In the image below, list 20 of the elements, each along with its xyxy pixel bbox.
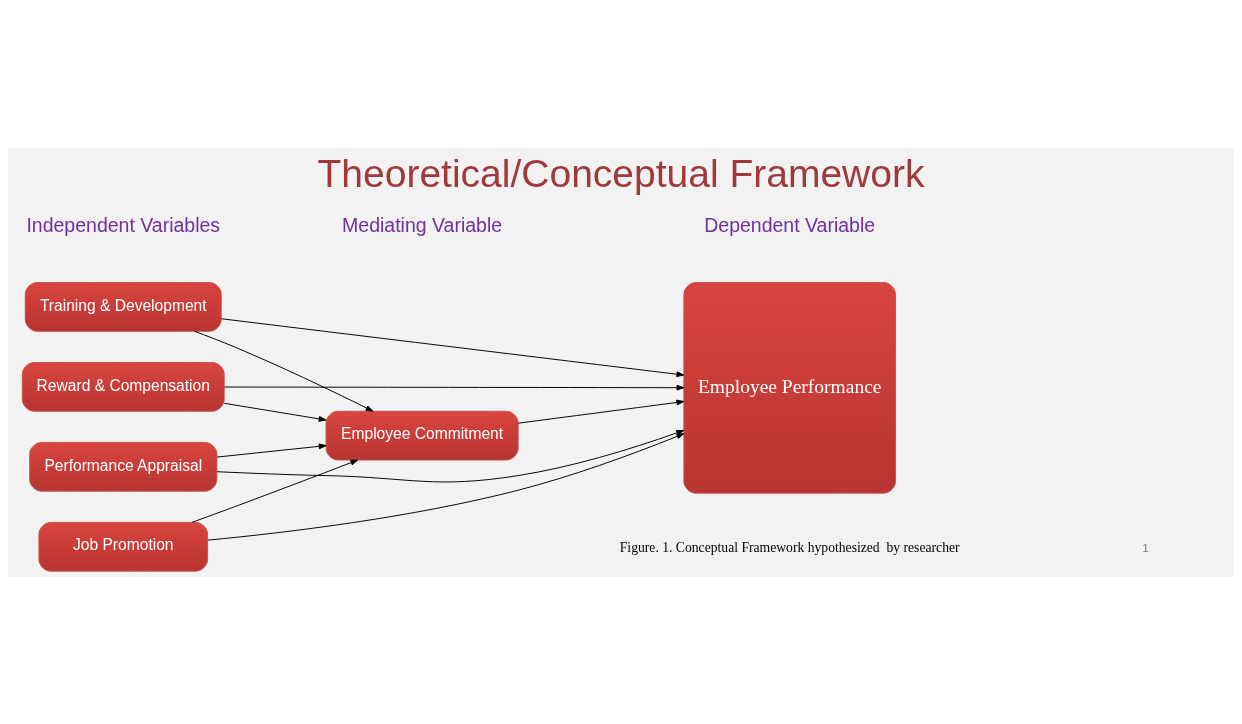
label: 1 — [1142, 540, 1149, 554]
node-box: Performance Appraisal — [29, 441, 218, 492]
arrow — [191, 459, 359, 523]
arrow — [216, 442, 327, 458]
caption: Figure. 1. Conceptual Framework hypothesized by researcher — [619, 539, 960, 555]
arrow — [207, 432, 685, 541]
arrow — [223, 402, 327, 422]
node-box: Reward & Compensation — [21, 361, 225, 412]
arrow — [223, 384, 685, 391]
arrow — [517, 399, 685, 424]
diagram-title: Theoretical/Conceptual Framework — [317, 151, 925, 195]
arrow — [221, 317, 685, 377]
node-box: Employee Performance — [683, 281, 896, 494]
label: Independent Variables — [26, 213, 221, 236]
node-box: Job Promotion — [38, 521, 209, 572]
arrow — [194, 330, 374, 412]
node-box: Training & Development — [24, 281, 222, 332]
node-box: Employee Commitment — [325, 410, 519, 460]
label: Dependent Variable — [704, 213, 876, 236]
label: Mediating Variable — [342, 213, 503, 236]
